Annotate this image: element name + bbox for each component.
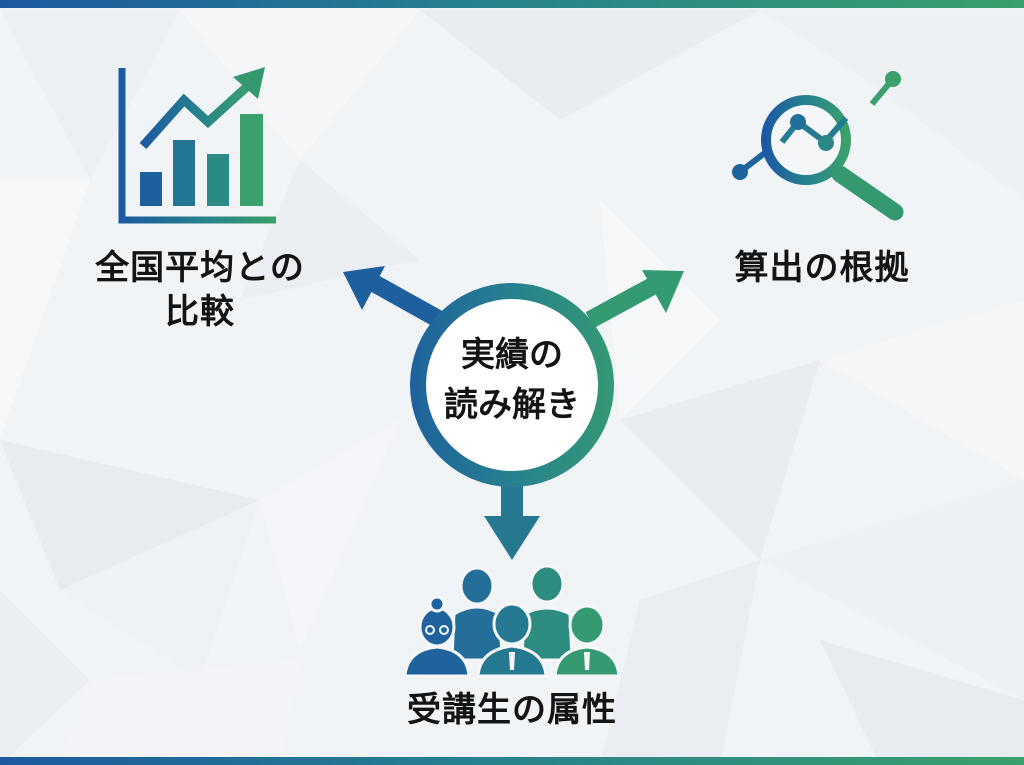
node-national-average-line1: 全国平均との (95, 248, 305, 288)
magnifier-data-icon (732, 71, 904, 221)
node-student-attributes-line1: 受講生の属性 (407, 690, 617, 730)
bar-chart-trend-icon (118, 67, 276, 224)
center-title-line1: 実績の (461, 335, 563, 375)
arrow-to-calculation-basis (585, 270, 684, 328)
center-circle (410, 283, 614, 487)
node-student-attributes-label: 受講生の属性 (382, 688, 642, 732)
node-calculation-basis-line1: 算出の根拠 (734, 248, 910, 288)
arrow-to-student-attributes (484, 480, 540, 560)
node-national-average-label: 全国平均との 比較 (70, 246, 330, 334)
arrow-to-national-average (343, 266, 445, 328)
people-group-icon (403, 564, 621, 678)
node-calculation-basis-label: 算出の根拠 (712, 246, 932, 290)
node-national-average-line2: 比較 (165, 292, 235, 332)
top-gradient-bar (0, 0, 1024, 8)
center-title: 実績の 読み解き (412, 330, 612, 430)
bottom-gradient-bar (0, 757, 1024, 765)
center-title-line2: 読み解き (444, 385, 580, 425)
